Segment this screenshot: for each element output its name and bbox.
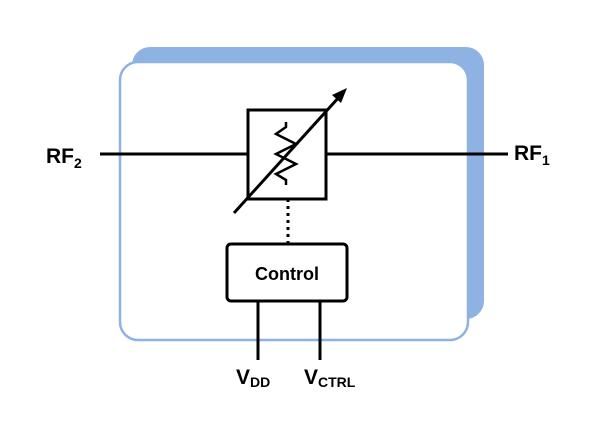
module-box: [118, 60, 470, 342]
rf1-label: RF1: [514, 142, 550, 168]
vdd-label: VDD: [236, 366, 270, 390]
control-label: Control: [255, 264, 319, 284]
variable-resistor-icon: [232, 88, 347, 215]
control-box: [225, 242, 349, 303]
rf2-label: RF2: [46, 145, 82, 171]
vctrl-label: VCTRL: [304, 366, 356, 390]
